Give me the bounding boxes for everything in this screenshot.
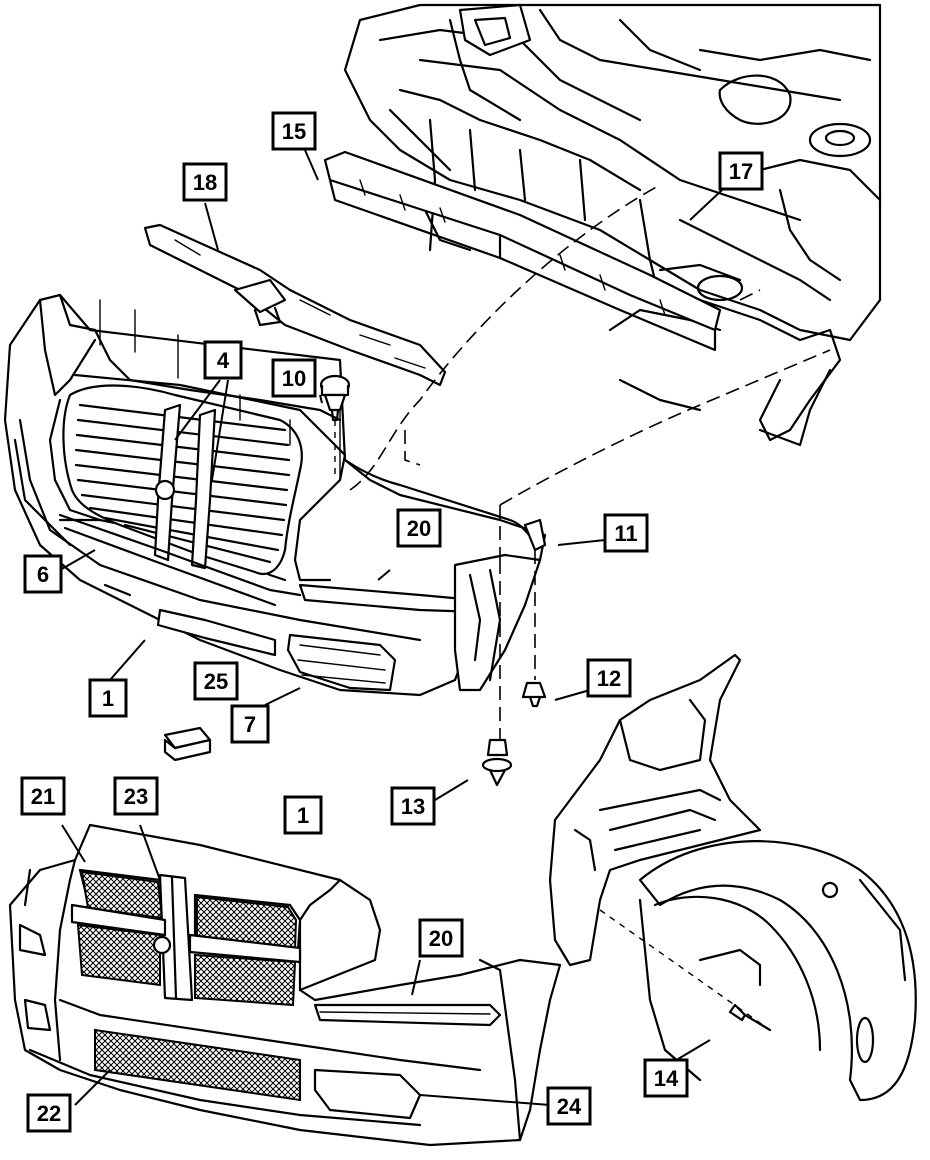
wheelhouse-liner xyxy=(548,653,917,1102)
svg-text:13: 13 xyxy=(401,794,425,819)
callout-10: 10 xyxy=(271,358,317,398)
callout-1-lower: 1 xyxy=(283,795,323,835)
callout-4: 4 xyxy=(203,340,243,380)
front-fascia-srt xyxy=(8,823,562,1147)
svg-text:20: 20 xyxy=(407,516,431,541)
svg-text:11: 11 xyxy=(614,521,637,546)
callout-12: 12 xyxy=(586,658,632,698)
callout-25: 25 xyxy=(193,661,239,701)
callout-6: 6 xyxy=(23,554,63,594)
fascia-support-bracket xyxy=(481,505,547,787)
svg-text:6: 6 xyxy=(37,562,49,587)
svg-text:7: 7 xyxy=(244,712,256,737)
svg-text:24: 24 xyxy=(557,1094,582,1119)
svg-text:25: 25 xyxy=(204,669,228,694)
svg-text:22: 22 xyxy=(37,1101,61,1126)
vehicle-front-structure xyxy=(343,3,882,447)
callout-1-upper: 1 xyxy=(88,678,128,718)
svg-text:20: 20 xyxy=(429,926,453,951)
callout-7: 7 xyxy=(230,704,270,744)
svg-text:21: 21 xyxy=(31,784,55,809)
upper-grille-support xyxy=(143,223,447,387)
svg-text:10: 10 xyxy=(282,366,306,391)
callout-18: 18 xyxy=(182,162,228,202)
svg-text:23: 23 xyxy=(124,784,148,809)
callout-22: 22 xyxy=(26,1093,72,1133)
svg-text:12: 12 xyxy=(597,666,621,691)
svg-text:15: 15 xyxy=(282,119,306,144)
svg-text:18: 18 xyxy=(193,170,217,195)
push-pin-fastener xyxy=(319,374,351,480)
fascia-clip xyxy=(163,726,212,762)
bumper-reinforcement-beam xyxy=(323,150,722,352)
svg-text:1: 1 xyxy=(102,686,114,711)
callout-20-lower: 20 xyxy=(418,918,464,958)
callout-23: 23 xyxy=(113,776,159,816)
callout-17: 17 xyxy=(718,151,764,191)
svg-text:14: 14 xyxy=(654,1066,679,1091)
front-fascia-upper xyxy=(3,293,547,697)
callout-21: 21 xyxy=(20,776,66,816)
callout-24: 24 xyxy=(546,1086,592,1126)
svg-text:17: 17 xyxy=(729,159,753,184)
callout-15: 15 xyxy=(271,111,317,151)
callout-11: 11 xyxy=(603,513,649,553)
assembly-dashed-lines xyxy=(349,184,831,506)
callout-13: 13 xyxy=(390,786,436,826)
svg-text:1: 1 xyxy=(297,803,309,828)
svg-text:4: 4 xyxy=(217,348,230,373)
callout-20-upper: 20 xyxy=(396,508,442,548)
callout-14: 14 xyxy=(643,1058,689,1098)
